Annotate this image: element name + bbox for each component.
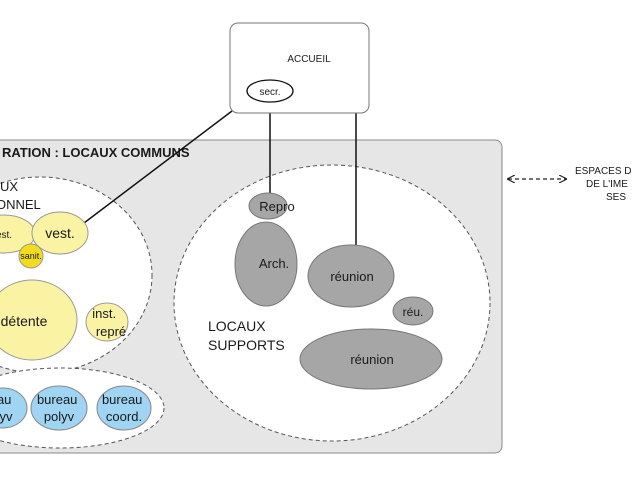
reunion-label-1: réunion — [330, 269, 373, 284]
bureau-polyv-label: bureau polyv — [37, 392, 81, 424]
bureau-1-label: au yv — [0, 392, 15, 424]
bureau-polyv-node — [30, 385, 88, 431]
bureau-coord-node — [96, 385, 152, 431]
reunion-node-2 — [299, 328, 443, 390]
repro-node — [248, 192, 288, 220]
secr-node — [246, 79, 294, 103]
detente-label: détente — [1, 313, 48, 329]
personnel-title: UX ONNEL — [0, 179, 41, 212]
arch-label: Arch. — [259, 256, 289, 271]
communs-title: RATION : LOCAUX COMMUNS — [2, 145, 190, 160]
reu-small-node — [392, 296, 434, 326]
accueil-box — [229, 22, 370, 114]
espaces-label: ESPACES D DE L'IME SES — [575, 166, 634, 203]
supports-title: LOCAUX SUPPORTS — [208, 318, 285, 353]
vest-left-label: est. — [0, 230, 12, 241]
inst-repre-label: inst. repré — [92, 306, 126, 339]
repro-label: Repro — [259, 199, 294, 214]
sanit-node — [18, 243, 44, 269]
bureau-1-node — [0, 387, 28, 429]
secr-label: secr. — [259, 87, 280, 98]
reunion-node-1 — [307, 244, 395, 308]
vest-node — [31, 211, 89, 255]
bureau-coord-label: bureau coord. — [102, 392, 146, 424]
vest-label: vest. — [45, 225, 75, 241]
arch-node — [234, 221, 298, 307]
reunion-label-2: réunion — [350, 352, 393, 367]
inst-repre-node — [85, 302, 129, 342]
connector-secr-vest — [83, 110, 233, 224]
reu-small-label: réu. — [403, 305, 424, 319]
accueil-title: ACCUEIL — [287, 54, 331, 65]
sanit-label: sanit. — [20, 251, 42, 261]
detente-node — [0, 279, 78, 361]
